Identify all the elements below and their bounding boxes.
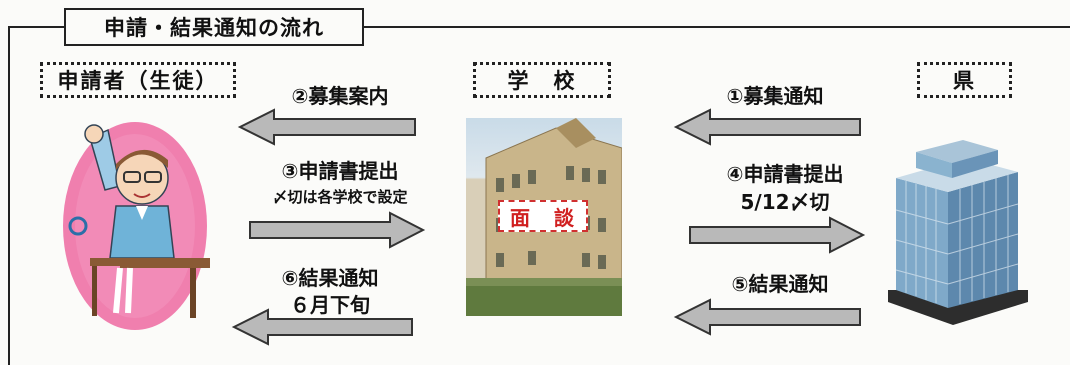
- step4-label: ④申請書提出: [726, 162, 844, 186]
- applicant-label: 申請者（生徒）: [40, 62, 236, 98]
- step4-note: 5/12〆切: [740, 190, 830, 214]
- step6-label: ⑥結果通知: [281, 266, 379, 290]
- school-sign: 面 談: [498, 200, 588, 232]
- prefecture-label: 県: [917, 62, 1012, 98]
- student-illustration: [63, 122, 210, 330]
- prefecture-building: [888, 140, 1028, 325]
- arrow-step1-left: [673, 108, 861, 146]
- step3-note: 〆切は各学校で設定: [272, 188, 408, 206]
- step5-label: ⑤結果通知: [731, 272, 829, 296]
- arrow-step2-left: [237, 108, 416, 146]
- diagram-title: 申請・結果通知の流れ: [64, 8, 364, 46]
- arrow-step4-right: [689, 216, 866, 254]
- frame-top-left: [8, 26, 64, 28]
- step3-label: ③申請書提出: [281, 159, 399, 183]
- arrow-step6-left: [231, 308, 413, 346]
- step2-label: ②募集案内: [291, 84, 389, 108]
- frame-top-right: [364, 26, 1070, 28]
- arrow-step5-left: [673, 298, 861, 336]
- school-label: 学 校: [473, 62, 611, 98]
- step6-note: ６月下旬: [290, 293, 370, 317]
- school-photo: 面 談: [466, 118, 622, 316]
- arrow-step3-right: [249, 211, 426, 249]
- frame-left: [8, 26, 10, 365]
- step1-label: ①募集通知: [726, 84, 824, 108]
